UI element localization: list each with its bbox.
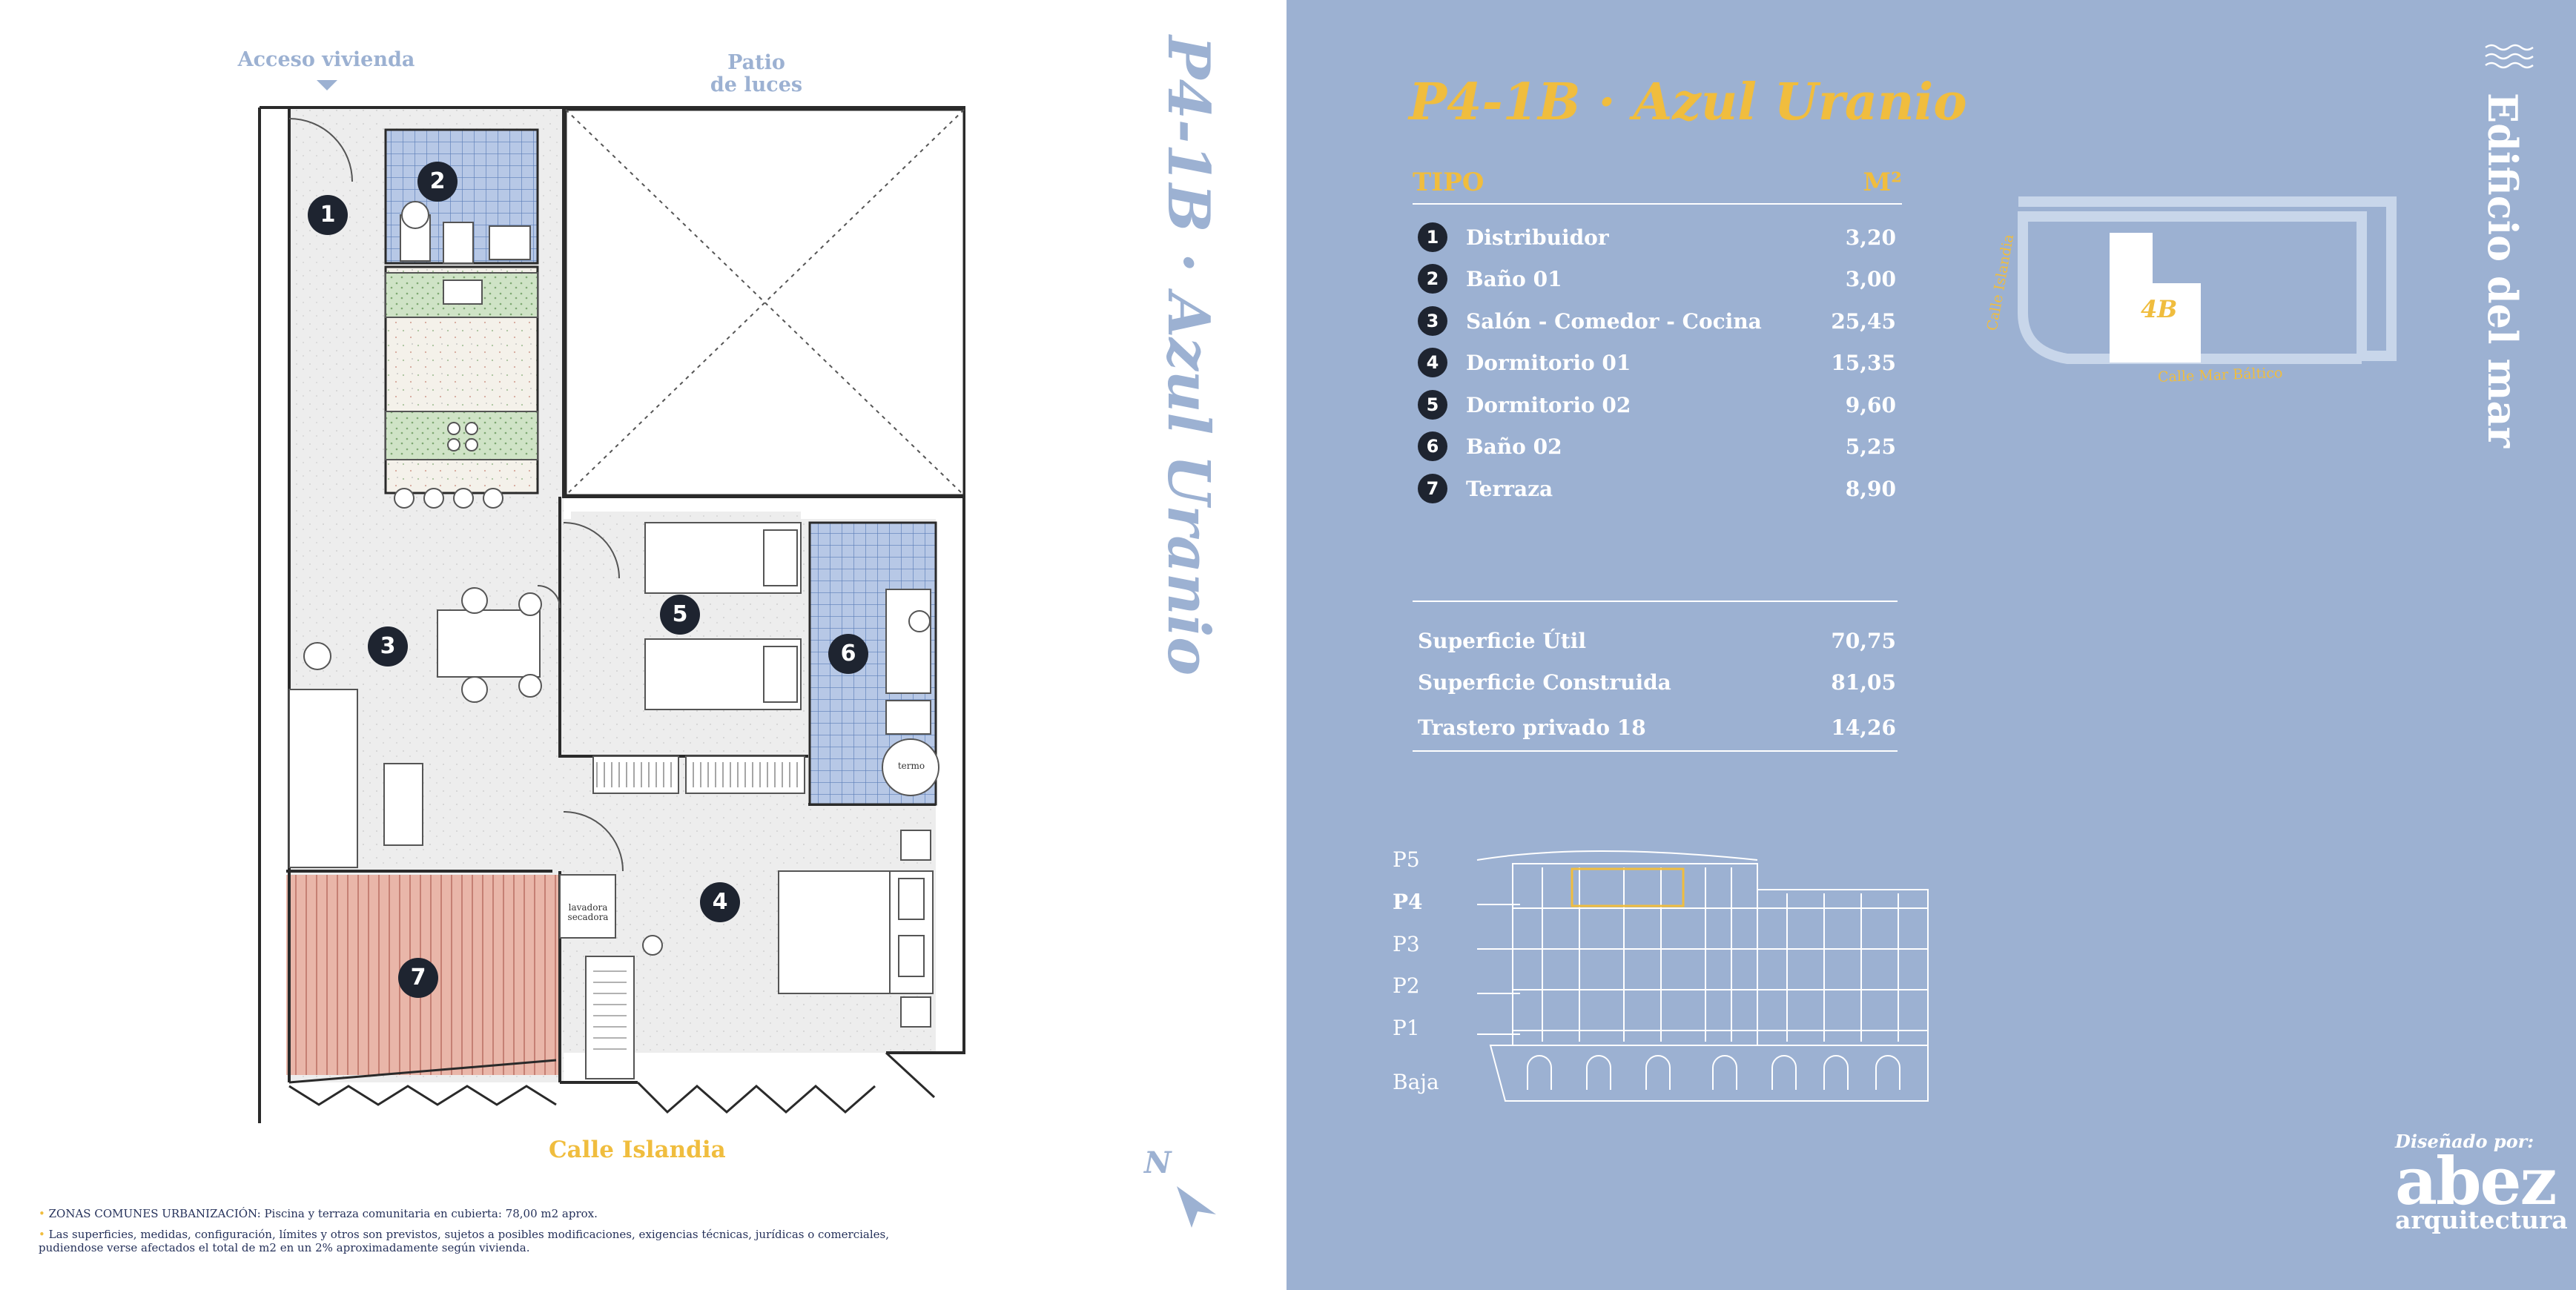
vertical-title: P4-1B · Azul Uranio <box>1155 36 1222 676</box>
column-area: M² <box>1863 168 1902 197</box>
brand-logo: abez <box>2395 1142 2557 1220</box>
building-name: Edificio del mar <box>2479 93 2526 448</box>
building-elevation <box>1476 850 1929 1102</box>
summary-top-divider <box>1413 601 1898 602</box>
room-marker-7: 7 <box>398 958 438 998</box>
location-map <box>2018 196 2397 364</box>
note-common-areas: • ZONAS COMUNES URBANIZACIÓN: Piscina y … <box>39 1207 598 1220</box>
brand-subtitle: arquitectura <box>2395 1205 2568 1234</box>
room-marker-4: 4 <box>700 882 740 922</box>
floor-plan <box>258 106 965 1123</box>
note-disclaimer: • Las superficies, medidas, configuració… <box>39 1228 890 1254</box>
floor-label-p1: P1 <box>1393 1016 1420 1040</box>
table-header: TIPO M² <box>1413 165 1902 205</box>
entrance-label: Acceso vivienda <box>237 48 415 71</box>
room-marker-5: 5 <box>660 595 700 635</box>
waves-icon <box>2485 44 2534 69</box>
location-unit-label: 4B <box>2141 295 2178 323</box>
heater-label: termo <box>897 761 925 771</box>
north-label: N <box>1144 1145 1172 1180</box>
floor-label-p2: P2 <box>1393 973 1420 998</box>
north-arrow-icon <box>1177 1186 1216 1228</box>
courtyard-label: Patio de luces <box>710 51 803 96</box>
designed-by-label: Diseñado por: <box>2395 1131 2534 1152</box>
room-marker-6: 6 <box>828 634 868 674</box>
street-label: Calle Islandia <box>549 1137 726 1163</box>
unit-title: P4-1B · Azul Uranio <box>1409 73 1967 132</box>
summary-bottom-divider <box>1413 750 1898 752</box>
room-marker-1: 1 <box>308 195 348 235</box>
washer-label: lavadora secadora <box>567 902 609 922</box>
room-marker-2: 2 <box>417 162 458 202</box>
floor-label-p5: P5 <box>1393 847 1420 872</box>
floor-label-p4: P4 <box>1393 890 1423 914</box>
room-marker-3: 3 <box>368 626 408 666</box>
entrance-arrow-icon <box>317 80 337 90</box>
floor-label-ground: Baja <box>1393 1070 1439 1094</box>
floor-label-p3: P3 <box>1393 932 1420 956</box>
column-type: TIPO <box>1413 168 1484 197</box>
